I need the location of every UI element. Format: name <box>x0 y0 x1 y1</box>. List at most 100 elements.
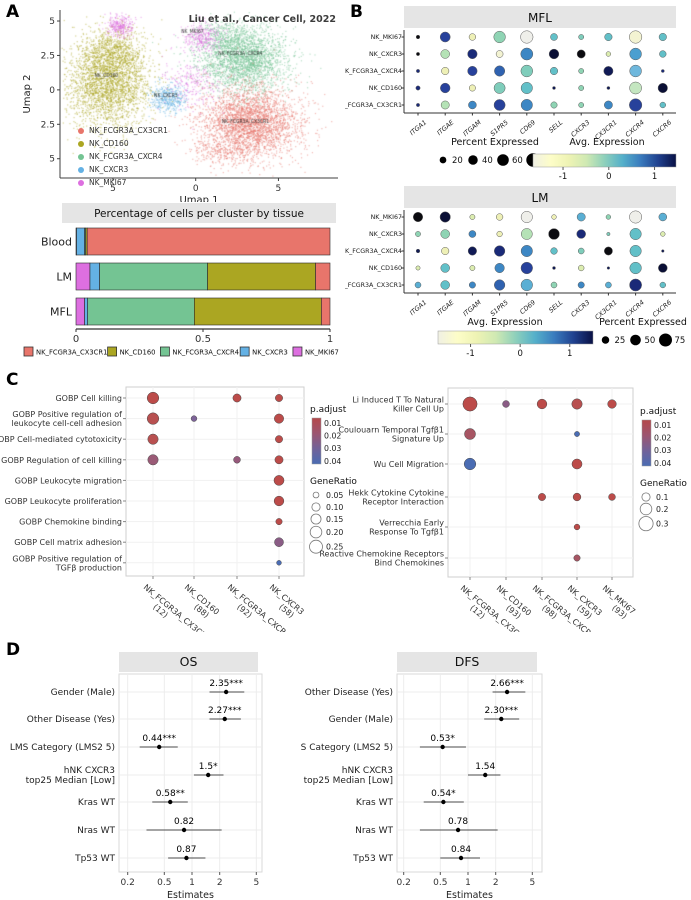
dotplot-gene-label: ITGAM <box>461 118 483 138</box>
percent-legend-dot <box>497 154 509 166</box>
expression-dot <box>550 247 558 255</box>
text-line: GOBP Leukocyte migration <box>15 476 122 485</box>
dotplot-row-label: NK_CD160 <box>369 85 402 92</box>
enrichment-dot <box>233 456 241 464</box>
dotplot-gene-label: CXCR6 <box>651 118 673 138</box>
expression-dot <box>578 85 585 91</box>
generatio-legend-value: 0.20 <box>326 528 343 537</box>
expr-colorbar-tick-label: 1 <box>652 172 657 182</box>
expression-dot <box>659 50 667 58</box>
cluster-label-group: NK_MKI67(93) <box>601 584 637 621</box>
expression-dot <box>629 98 643 112</box>
percent-legend-dot <box>659 333 672 347</box>
expression-dot <box>658 212 668 222</box>
expression-dot <box>415 265 421 271</box>
covariate-label: Nras WT <box>355 826 393 836</box>
expression-dot <box>550 67 558 75</box>
enrichment-dot <box>275 518 283 526</box>
umap-legend-item: NK_CXCR3 <box>78 163 168 176</box>
estimate-dot <box>483 772 488 778</box>
percent-legend-value: 75 <box>675 336 686 346</box>
text-line: Killer Cell Up <box>393 405 444 414</box>
x-axis-title: Estimates <box>446 890 493 900</box>
expression-dot <box>629 47 642 61</box>
bar-x-tick-label: 1 <box>327 334 333 345</box>
text-line: Gender (Male) <box>51 688 115 698</box>
x-tick-label: 5 <box>110 184 116 194</box>
x-tick-label: 0 <box>193 184 199 194</box>
text-line: LMS Category (LMS2 5) <box>10 743 115 753</box>
enrichment-dot <box>607 399 617 409</box>
text-line: Coulouarn Temporal Tgfβ1 <box>338 426 444 435</box>
percent-legend-value: 25 <box>615 336 626 346</box>
term-label: GOBP Leukocyte migration <box>15 476 122 485</box>
text-line: GOBP Cell-mediated cytotoxicity <box>0 435 122 444</box>
expression-dot <box>468 230 477 238</box>
dotplot-row-label: NK_CXCR3 <box>369 51 402 58</box>
estimate-dot <box>223 689 229 695</box>
covariate-label: Tp53 WT <box>74 854 115 864</box>
enrichment-dot <box>190 415 198 422</box>
dotplot-gene-label: SELL <box>547 118 564 134</box>
estimate-value: 0.54* <box>431 789 456 799</box>
estimate-dot <box>441 799 446 805</box>
expression-dot <box>520 211 533 223</box>
dotplot-title: MFL <box>528 11 552 25</box>
expression-dot <box>467 246 477 256</box>
generatio-legend-value: 0.05 <box>326 491 343 500</box>
expression-dot <box>552 86 556 90</box>
term-label: Wu Cell Migration <box>374 460 444 469</box>
panel-frame <box>118 673 263 873</box>
text-line: Kras WT <box>356 798 394 808</box>
expression-dot <box>629 81 642 95</box>
covariate-label: Other Disease (Yes) <box>305 688 393 698</box>
bar-legend-label: NK_CD160 <box>120 349 156 357</box>
expression-dot <box>576 212 586 222</box>
panel-a-label: A <box>6 2 20 22</box>
estimate-value: 0.82 <box>174 817 194 827</box>
enrichment-dot <box>464 428 476 440</box>
expression-dot <box>658 263 668 273</box>
enrichment-dot <box>571 398 583 410</box>
bar-segment <box>321 297 331 326</box>
expression-dot <box>659 281 666 289</box>
dotplot-gene-label: CXCR4 <box>624 298 646 318</box>
y-axis-title: Umap 2 <box>22 74 33 113</box>
enrichment-dot <box>574 431 580 437</box>
covariate-label: Other Disease (Yes) <box>27 715 115 725</box>
padjust-tick-label: 0.02 <box>654 434 671 443</box>
bar-segment <box>315 262 331 291</box>
text-line: GOBP Cell killing <box>55 394 122 403</box>
x-tick-label: 1 <box>465 878 471 888</box>
dotplot-gene-label: CXCR3 <box>569 118 591 138</box>
expr-legend-title: Avg. Expression <box>467 317 542 328</box>
text-line: GOBP Cell matrix adhesion <box>14 538 122 547</box>
expr-colorbar-tick-label: 1 <box>567 349 572 359</box>
dotplot-gene-label: ITGA1 <box>408 118 428 137</box>
dotplot-gene-label: ITGAE <box>435 298 456 317</box>
bar-segment <box>87 297 195 326</box>
term-label: GOBP Cell matrix adhesion <box>14 538 122 547</box>
covariate-label: Gender (Male) <box>329 715 393 725</box>
expression-dot <box>552 266 556 270</box>
x-axis-title: Umap 1 <box>179 195 218 202</box>
padjust-tick-label: 0.01 <box>324 419 341 428</box>
dotplot-gene-label: ITGAE <box>435 118 456 137</box>
expression-dot <box>550 101 558 109</box>
expression-dot <box>661 249 665 253</box>
bar-legend-swatch <box>292 346 303 357</box>
expression-dot <box>439 31 451 43</box>
legend-dot-icon <box>78 127 84 134</box>
enrichment-dot <box>571 458 583 470</box>
text-line: Response To Tgfβ1 <box>369 528 444 537</box>
expression-dot <box>415 34 421 40</box>
bar-segment <box>76 227 85 256</box>
text-line: Tp53 WT <box>74 854 115 864</box>
expression-dot <box>441 67 450 75</box>
enrichment-dot <box>608 493 616 501</box>
dotplot-lm-svg: LMNK_MKI67NK_CXCR3NK_FCGR3A_CXCR4NK_CD16… <box>336 186 687 359</box>
term-label: GOBP Regulation of cell killing <box>1 456 122 465</box>
percent-legend-value: 40 <box>482 156 493 166</box>
